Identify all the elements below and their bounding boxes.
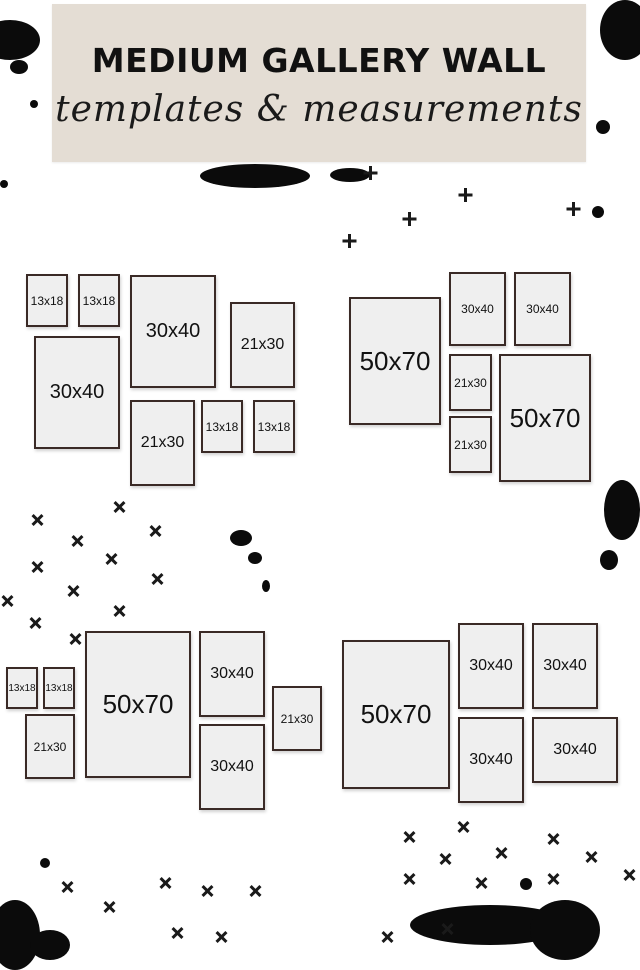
header-banner: MEDIUM GALLERY WALL templates & measurem… xyxy=(52,4,586,162)
frame-13x18: 13x18 xyxy=(6,667,38,709)
frame-30x40: 30x40 xyxy=(34,336,120,449)
frame-30x40: 30x40 xyxy=(199,724,265,810)
frame-50x70: 50x70 xyxy=(499,354,591,482)
frame-13x18: 13x18 xyxy=(253,400,295,453)
frame-21x30: 21x30 xyxy=(130,400,195,486)
frame-13x18: 13x18 xyxy=(78,274,120,327)
frame-13x18: 13x18 xyxy=(201,400,243,453)
frame-30x40: 30x40 xyxy=(130,275,216,388)
page-title: MEDIUM GALLERY WALL xyxy=(91,41,547,80)
frame-13x18: 13x18 xyxy=(26,274,68,327)
frame-21x30: 21x30 xyxy=(25,714,75,779)
frame-30x40: 30x40 xyxy=(458,717,524,803)
frame-13x18: 13x18 xyxy=(43,667,75,709)
frame-50x70: 50x70 xyxy=(342,640,450,789)
frame-30x40: 30x40 xyxy=(199,631,265,717)
frame-21x30: 21x30 xyxy=(272,686,322,751)
frame-30x40: 30x40 xyxy=(514,272,571,346)
frame-30x40: 30x40 xyxy=(458,623,524,709)
frame-21x30: 21x30 xyxy=(230,302,295,388)
frame-21x30: 21x30 xyxy=(449,354,492,411)
frame-30x40: 30x40 xyxy=(532,623,598,709)
frame-30x40: 30x40 xyxy=(532,717,618,783)
frame-50x70: 50x70 xyxy=(349,297,441,425)
page-subtitle: templates & measurements xyxy=(55,89,583,130)
frame-21x30: 21x30 xyxy=(449,416,492,473)
frame-30x40: 30x40 xyxy=(449,272,506,346)
frame-50x70: 50x70 xyxy=(85,631,191,778)
